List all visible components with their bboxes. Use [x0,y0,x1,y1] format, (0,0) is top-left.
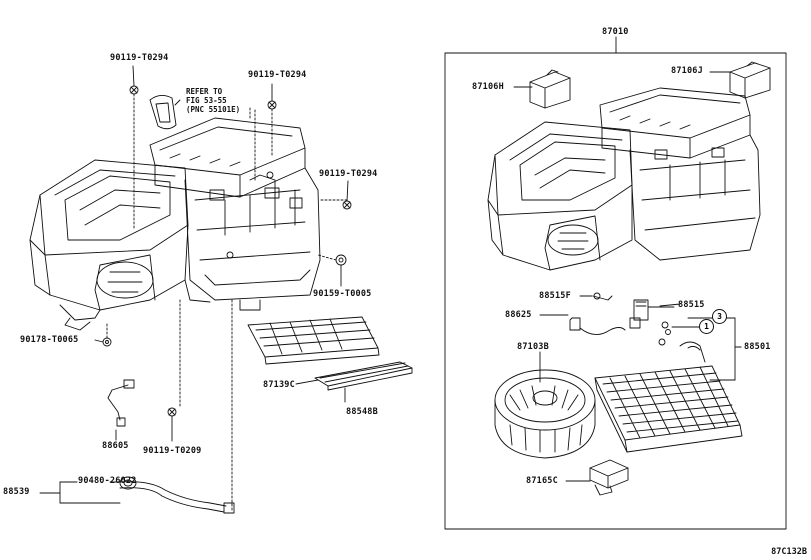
label-87103b: 87103B [517,342,549,352]
hvac-unit-left [29,117,321,331]
leaders-left [39,65,349,504]
assembly-frame [444,52,787,530]
dashed-leaders [106,93,348,511]
filter-strip [314,361,413,391]
label-88625: 88625 [505,310,532,320]
callout-3: 3 [712,309,727,324]
label-87106h: 87106H [472,82,504,92]
label-88515f: 88515F [539,291,571,301]
label-87165c: 87165C [526,476,558,486]
label-87139c: 87139C [263,380,295,390]
hvac-unit-right [487,87,761,271]
label-87010: 87010 [602,27,629,37]
label-88605: 88605 [102,441,129,451]
label-clamp-bottom: 90480-26022 [78,476,137,486]
label-screw-left: 90178-T0065 [20,335,79,345]
blower-resistor [565,459,629,496]
label-screw-top-mid: 90119-T0294 [248,70,307,80]
label-87106j: 87106J [671,66,703,76]
actuator-87106j [709,61,771,99]
bracket-88501 [671,317,742,381]
gasket-part [149,95,177,130]
sensors-right [539,292,675,346]
drawing-code: 87C132B [771,547,807,557]
label-88501: 88501 [744,342,771,352]
reference-note: REFER TO FIG 53-55 (PNC 55101E) [186,87,241,114]
label-88539: 88539 [3,487,30,497]
air-filter [247,316,380,365]
sensor-wire [107,379,135,427]
actuator-87106h [513,69,571,109]
drain-hose [119,476,235,514]
callout-1: 1 [699,319,714,334]
label-screw-right-2: 90159-T0005 [313,289,372,299]
evaporator-core [594,341,743,453]
label-screw-bottom: 90119-T0209 [143,446,202,456]
blower-motor [494,351,596,459]
leaders-right [659,303,742,348]
label-screw-top-left: 90119-T0294 [110,53,169,63]
label-88548b: 88548B [346,407,378,417]
label-88515: 88515 [678,300,705,310]
label-screw-right-1: 90119-T0294 [319,169,378,179]
screws-left [102,85,352,417]
